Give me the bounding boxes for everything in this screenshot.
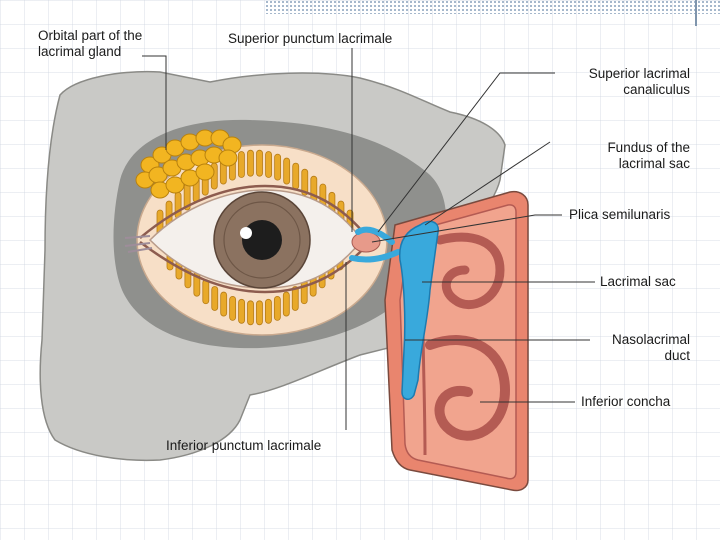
label-fundus-line1: Fundus of the [607,140,690,155]
eyelash [256,300,263,326]
gland-lobule [165,176,185,194]
eyelash [174,191,182,219]
leader-orbital-gland [142,55,167,150]
decorative-dot-pattern [265,0,720,14]
eyelash [211,286,219,311]
lacrimal-sac-duct [399,220,439,400]
lateral-canthus-folds [124,235,153,253]
eyelash [247,300,254,326]
eyelash [238,151,245,178]
eyelash [274,153,282,181]
eyelash [291,286,299,311]
gland-lobule [195,163,215,181]
leader-plica [371,214,562,243]
label-orbital-gland-line2: lacrimal gland [38,44,122,59]
leader-fundus [424,141,551,226]
caruncle [351,231,381,253]
label-superior-canaliculus-line2: canaliculus [623,82,690,97]
upper-lid-margin [139,184,369,239]
label-nasolacrimal-duct-line1: Nasolacrimal [611,332,690,347]
decorative-rule [695,0,697,26]
eyelash [265,151,272,178]
label-lacrimal-sac: Lacrimal sac [600,274,676,289]
label-nasolacrimal-duct: Nasolacrimal duct [612,332,690,364]
eyelash [229,295,237,321]
pupil [242,220,282,260]
eyelash [256,149,263,177]
iris-ring [223,201,301,279]
eyelash [247,149,254,177]
eyelash [292,162,300,190]
leader-superior-canaliculus [377,72,555,233]
eyelash [238,298,245,324]
label-superior-punctum: Superior punctum lacrimale [228,31,393,46]
lower-lid-margin [139,241,369,294]
label-superior-canaliculus: Superior lacrimal canaliculus [589,66,690,98]
label-orbital-gland-line1: Orbital part of the [38,28,143,43]
eyelash [202,279,210,305]
label-fundus: Fundus of the lacrimal sac [607,140,690,172]
inferior-concha-shape [425,335,511,441]
middle-concha [435,232,505,309]
label-inferior-punctum: Inferior punctum lacrimale [166,438,322,453]
lacrimal-gland [135,129,242,199]
eyelash [283,157,291,185]
label-nasolacrimal-duct-line2: duct [664,348,690,363]
pupil-highlight [240,227,252,239]
eyelash [301,168,309,196]
eyelash [273,295,281,321]
eyelash [265,298,272,324]
eyelash [282,291,290,317]
label-fundus-line2: lacrimal sac [618,156,690,171]
eyelash [220,291,228,317]
label-orbital-gland: Orbital part of the lacrimal gland [38,28,142,60]
gland-lobule [218,149,238,167]
inferior-canaliculus [349,249,401,263]
label-plica-semilunaris: Plica semilunaris [569,207,671,222]
label-superior-canaliculus-line1: Superior lacrimal [588,66,690,81]
leader-lines [142,48,595,430]
label-inferior-concha: Inferior concha [581,394,671,409]
